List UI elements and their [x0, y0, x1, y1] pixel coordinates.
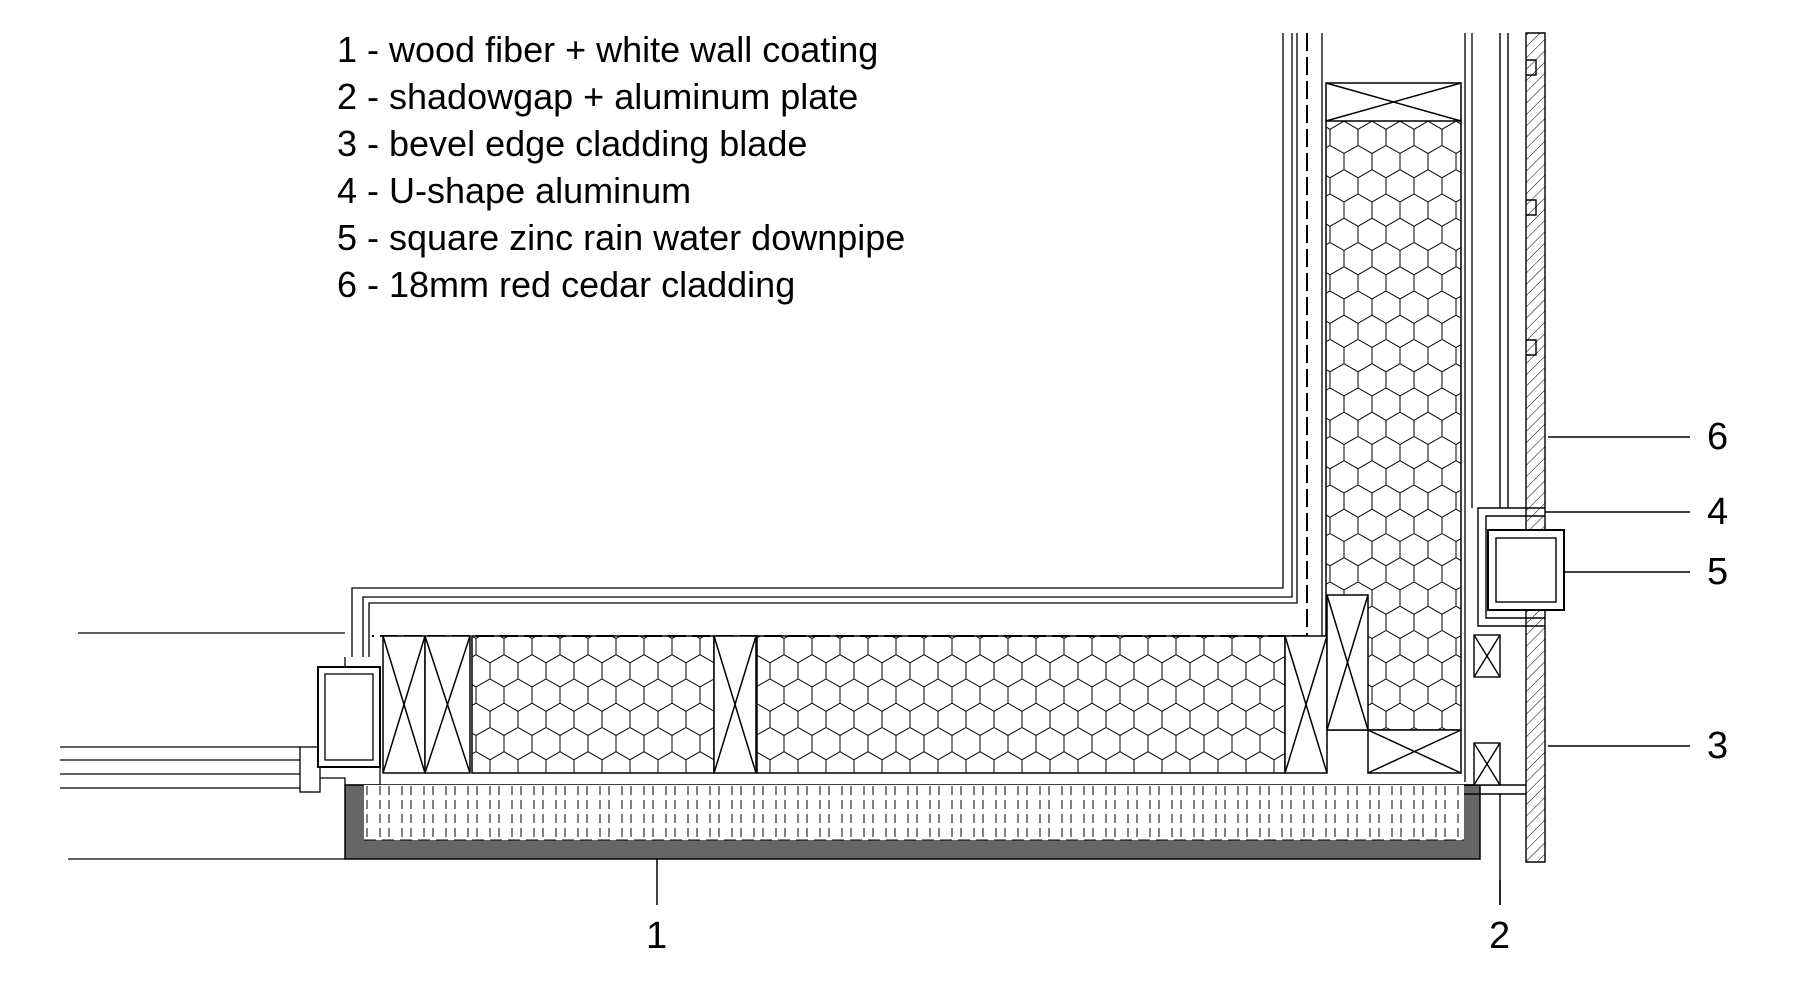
stud-3: [713, 635, 757, 774]
callout-2: 2: [1489, 915, 1510, 957]
cladding-system: [1464, 32, 1565, 905]
callout-labels: 1 2 3 4 5 6: [646, 416, 1728, 957]
stud-top: [1325, 82, 1462, 122]
legend-item-2: 2 - shadowgap + aluminum plate: [337, 76, 858, 117]
insulation-fill-1: [471, 635, 715, 774]
legend-item-3: 3 - bevel edge cladding blade: [337, 123, 807, 164]
studs: [382, 82, 1462, 774]
stud-bottom: [1367, 729, 1462, 774]
callout-3: 3: [1707, 725, 1728, 767]
callout-1: 1: [646, 915, 667, 957]
callout-6: 6: [1707, 416, 1728, 458]
stud-4: [1284, 635, 1328, 774]
legend-item-6: 6 - 18mm red cedar cladding: [337, 264, 795, 305]
wood-fiber-board: [344, 784, 1481, 860]
u-shape-aluminum: [1477, 507, 1545, 627]
window-frame: [60, 632, 381, 860]
legend-item-1: 1 - wood fiber + white wall coating: [337, 29, 878, 70]
callout-4: 4: [1707, 491, 1728, 533]
callout-5: 5: [1707, 551, 1728, 593]
legend: 1 - wood fiber + white wall coating 2 - …: [337, 29, 905, 305]
stud-5: [1326, 594, 1369, 731]
stud-2: [424, 635, 471, 774]
legend-item-5: 5 - square zinc rain water downpipe: [337, 217, 905, 258]
insulation-fill-2: [756, 635, 1286, 774]
horizontal-insulation: [471, 635, 1286, 774]
leader-lines: [656, 436, 1690, 905]
stud-1: [382, 635, 426, 774]
cedar-cladding: [1525, 32, 1546, 863]
legend-item-4: 4 - U-shape aluminum: [337, 170, 691, 211]
